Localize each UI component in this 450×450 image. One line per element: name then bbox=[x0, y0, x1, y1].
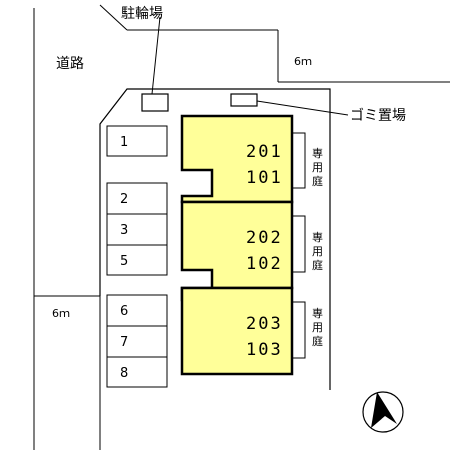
unit-201-label: 201 bbox=[246, 142, 283, 162]
garbage-label: ゴミ置場 bbox=[350, 107, 406, 124]
road-width-left-label: 6ｍ bbox=[52, 307, 70, 320]
road-label: 道路 bbox=[56, 56, 84, 72]
garden-3-char-1: 専 bbox=[312, 307, 323, 320]
parking-label-3: 3 bbox=[120, 223, 128, 238]
unit-202-label: 202 bbox=[246, 228, 283, 248]
parking-label-8: 8 bbox=[120, 366, 128, 381]
unit-block-202-102 bbox=[180, 200, 294, 302]
road-width-top-label: 6ｍ bbox=[294, 55, 312, 68]
garden-1-char-2: 用 bbox=[312, 161, 323, 174]
north-arrow-icon bbox=[362, 391, 404, 433]
garden-2-char-2: 用 bbox=[312, 245, 323, 258]
parking-block-6-8 bbox=[106, 294, 168, 388]
garden-3-char-3: 庭 bbox=[312, 334, 323, 348]
garden-1-char-1: 専 bbox=[312, 147, 323, 160]
parking-block-2-5 bbox=[106, 182, 168, 276]
garbage-leader bbox=[256, 100, 349, 116]
parking-label-5: 5 bbox=[120, 254, 128, 269]
parking-space-1 bbox=[106, 125, 168, 157]
parking-spaces bbox=[106, 125, 168, 388]
parking-label-1: 1 bbox=[120, 135, 128, 150]
unit-102-label: 102 bbox=[246, 254, 283, 274]
garden-box-1 bbox=[291, 132, 306, 189]
unit-block-203-103 bbox=[180, 286, 294, 376]
garden-box-3 bbox=[291, 301, 306, 359]
bicycle-parking-label: 駐輪場 bbox=[121, 5, 163, 22]
garden-box-2 bbox=[291, 215, 306, 273]
bicycle-parking-leader bbox=[151, 16, 161, 95]
garden-3-char-2: 用 bbox=[312, 321, 323, 334]
site-boundary bbox=[99, 88, 331, 390]
unit-203-label: 203 bbox=[246, 314, 283, 334]
garbage-area bbox=[230, 93, 258, 107]
garden-2-char-1: 専 bbox=[312, 231, 323, 244]
unit-101-label: 101 bbox=[246, 168, 283, 188]
private-gardens bbox=[291, 132, 306, 359]
parking-label-6: 6 bbox=[120, 304, 128, 319]
bicycle-label-leader bbox=[99, 4, 128, 31]
unit-103-label: 103 bbox=[246, 340, 283, 360]
garden-1-char-3: 庭 bbox=[312, 174, 323, 188]
parking-label-7: 7 bbox=[120, 335, 128, 350]
parking-label-2: 2 bbox=[120, 192, 128, 207]
bicycle-parking-area bbox=[141, 93, 169, 112]
garden-2-char-3: 庭 bbox=[312, 258, 323, 272]
road-lines bbox=[33, 4, 450, 450]
